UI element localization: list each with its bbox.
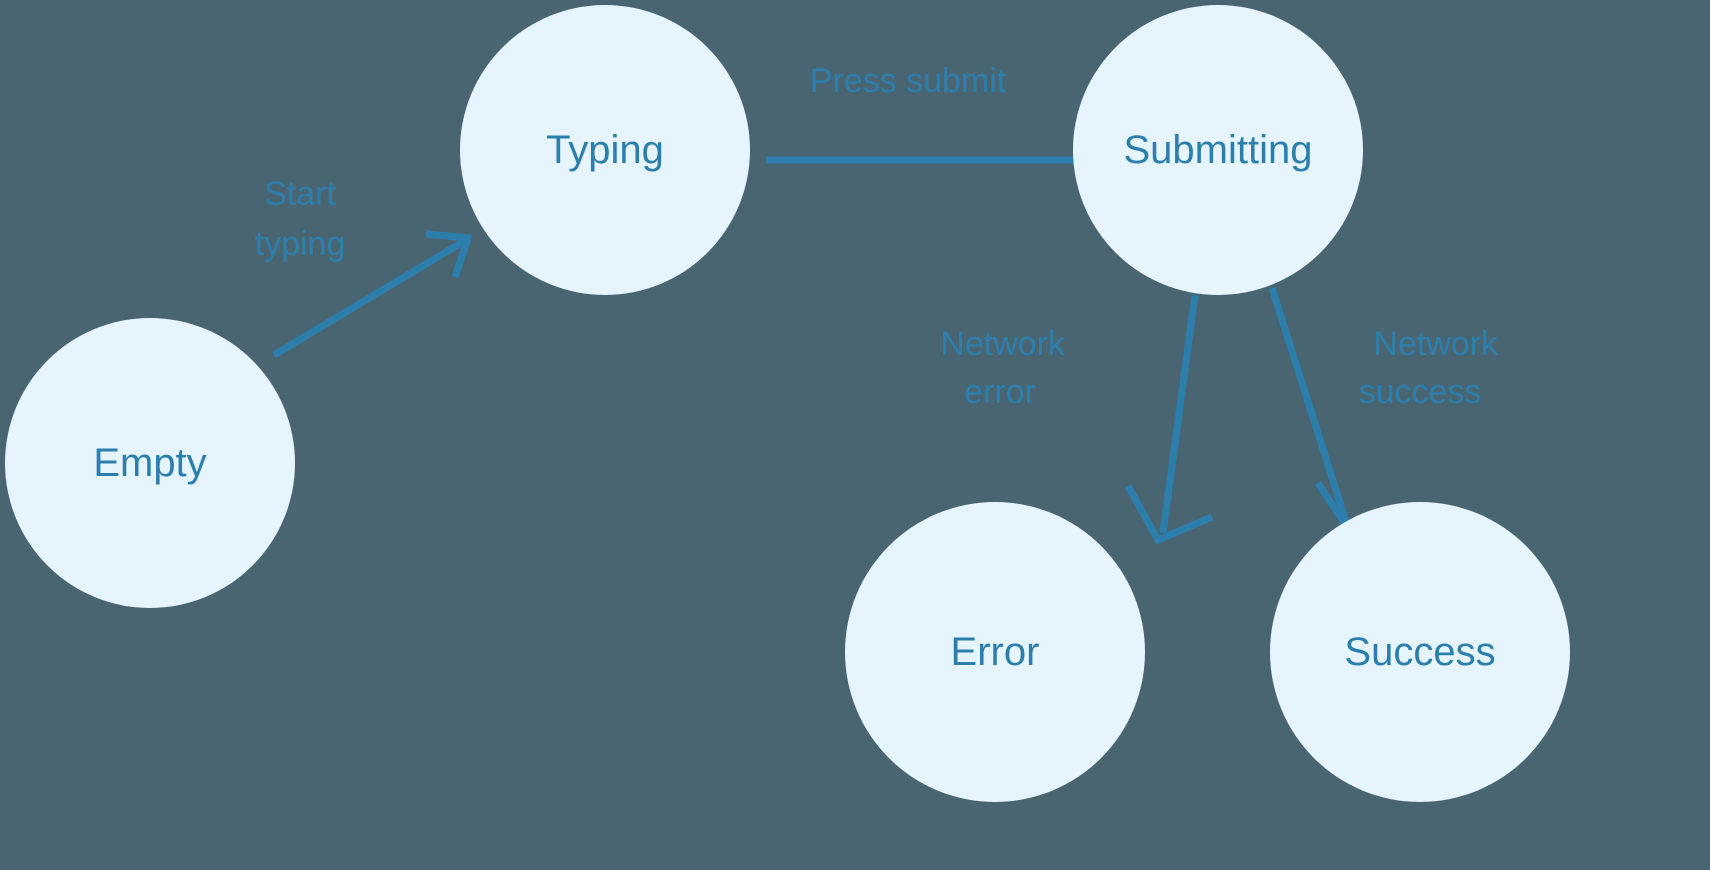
node-error-circle[interactable] [845, 502, 1145, 802]
edge-label-empty-to-typing-line1: Start [264, 175, 336, 213]
edge-label-typing-to-submitting: Press submit [810, 62, 1007, 100]
node-typing[interactable]: Typing [460, 5, 750, 295]
edge-submitting-to-error [1124, 294, 1214, 545]
node-empty-label: Empty [93, 441, 206, 485]
edge-submitting-to-error-line [1159, 294, 1199, 534]
edge-empty-to-typing-line [272, 236, 468, 359]
node-error-label: Error [951, 630, 1040, 674]
edge-empty-to-typing-arrowhead [425, 230, 473, 279]
edge-empty-to-typing [272, 230, 473, 359]
edge-label-submitting-to-success: Network success [1359, 325, 1499, 411]
node-empty-circle[interactable] [5, 318, 295, 608]
edge-label-submitting-to-error: Network error [940, 325, 1066, 411]
node-submitting-circle[interactable] [1073, 5, 1363, 295]
node-success-circle[interactable] [1270, 502, 1570, 802]
edge-label-typing-to-submitting-line1: Press submit [810, 62, 1007, 100]
edge-label-submitting-to-error-line1-clip: Network [940, 325, 1066, 363]
node-error[interactable]: Error [845, 502, 1145, 802]
node-typing-circle[interactable] [460, 5, 750, 295]
node-submitting-label: Submitting [1124, 128, 1313, 172]
edge-label-submitting-to-error-line2: error [964, 373, 1036, 411]
edge-submitting-to-success-line [1268, 286, 1352, 530]
edge-label-submitting-to-error-line1: Network [940, 325, 1066, 363]
edge-label-submitting-to-success-line2: success [1359, 373, 1482, 411]
edge-label-empty-to-typing: Start typing [255, 175, 346, 263]
node-success[interactable]: Success [1270, 502, 1570, 802]
edge-submitting-to-error-arrowhead [1124, 484, 1214, 545]
edge-label-submitting-to-success-line1-clip: Network [1373, 325, 1499, 363]
edge-label-submitting-to-success-line1: Network [1373, 325, 1499, 363]
node-submitting[interactable]: Submitting [1073, 5, 1363, 295]
node-empty[interactable]: Empty [5, 318, 295, 608]
node-success-label: Success [1344, 630, 1495, 674]
node-typing-label: Typing [546, 128, 664, 172]
edge-label-empty-to-typing-line2: typing [255, 225, 346, 263]
